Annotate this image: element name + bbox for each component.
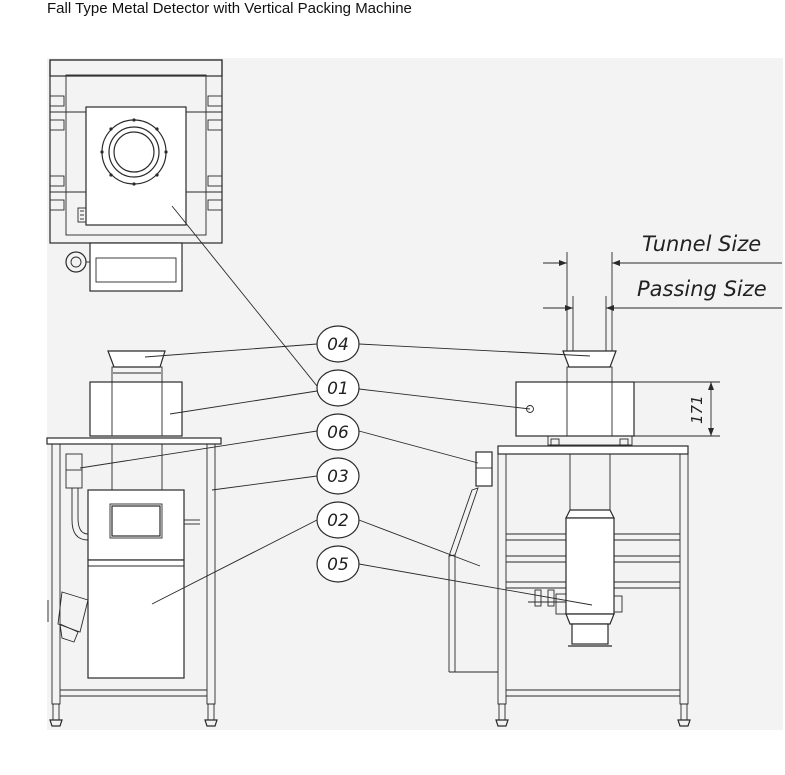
tunnel-size-label: Tunnel Size (642, 232, 761, 256)
callout-02-label: 02 (327, 511, 349, 531)
callout-06: 06 (316, 413, 360, 451)
page-title: Fall Type Metal Detector with Vertical P… (47, 0, 412, 17)
dimension-lines (543, 252, 782, 437)
callout-04-label: 04 (327, 335, 349, 355)
callout-04: 04 (316, 325, 360, 363)
front-view (46, 350, 222, 727)
top-view (49, 59, 223, 292)
side-view (448, 350, 691, 727)
callout-06-label: 06 (327, 423, 349, 443)
leader-lines (79, 205, 593, 606)
passing-size-label: Passing Size (637, 277, 767, 301)
callout-05-label: 05 (327, 555, 349, 575)
callout-03: 03 (316, 457, 360, 495)
callout-01-label: 01 (327, 379, 349, 399)
callout-03-label: 03 (327, 467, 349, 487)
callout-02: 02 (316, 501, 360, 539)
callout-05: 05 (316, 545, 360, 583)
height-dimension-label: 171 (688, 395, 706, 424)
callout-01: 01 (316, 369, 360, 407)
